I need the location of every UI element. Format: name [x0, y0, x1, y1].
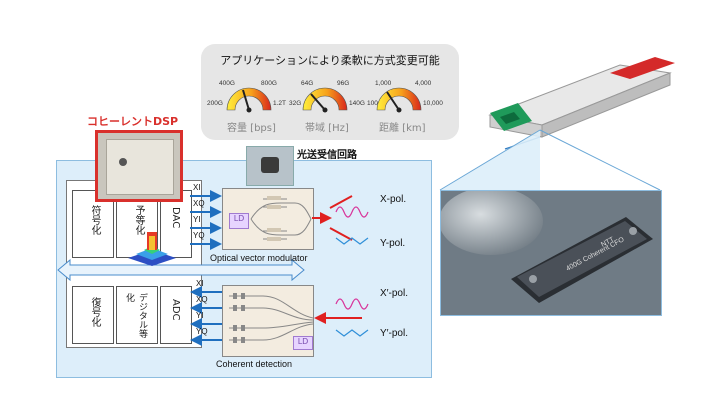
dsp-chip-photo	[95, 130, 183, 202]
gauge-capacity	[226, 87, 272, 113]
gauge-bandwidth-tick: 32G	[289, 100, 302, 107]
gauges-drawing	[226, 87, 422, 113]
dsp-rx-label: ADC	[170, 299, 181, 321]
gauge-bandwidth-tick: 96G	[337, 80, 350, 87]
rx-signal-label: YQ	[196, 327, 208, 336]
photonic-title: 光送受信回路	[297, 150, 357, 161]
tx-signal-label: XI	[193, 183, 201, 192]
cfp-photo: 400G Coherent CFO NTT	[440, 190, 662, 316]
dsp-chip-surface	[106, 139, 174, 195]
tx-output-label: Y-pol.	[380, 238, 406, 249]
dsp-rx-block: ADC	[160, 286, 192, 344]
dsp-tx-label: 予等化	[133, 205, 144, 235]
gauge-distance-tick: 4,000	[415, 80, 432, 87]
cfp-photo-drawing	[441, 191, 661, 315]
chip-logo-icon	[119, 158, 127, 166]
tx-signal-label: YI	[193, 215, 201, 224]
dsp-rx-block: デジタル等化	[116, 286, 158, 344]
dsp-rx-block: 復号化	[72, 286, 114, 344]
gauge-bandwidth	[302, 87, 348, 113]
modulator-chip: LD	[222, 188, 314, 250]
dsp-rx-label: デジタル等化	[124, 293, 147, 338]
rx-signal-label: YI	[196, 311, 204, 320]
gauge-distance-tick: 1,000	[375, 80, 392, 87]
rx-signal-label: XQ	[196, 295, 208, 304]
modulator-ld: LD	[229, 213, 249, 229]
gauge-capacity-tick: 800G	[261, 80, 277, 87]
rx-input-label: X′-pol.	[380, 288, 408, 299]
gauge-distance-tick: 100	[367, 100, 378, 107]
dsp-title: コヒーレントDSP	[87, 115, 179, 128]
gauge-distance-tick: 10,000	[423, 100, 443, 107]
gauge-capacity-tick: 200G	[207, 100, 223, 107]
tx-signal-label: XQ	[193, 199, 205, 208]
gauge-capacity-tick: 400G	[219, 80, 235, 87]
gauge-panel-title: アプリケーションにより柔軟に方式変更可能	[220, 54, 440, 67]
gauge-bandwidth-tick: 140G	[349, 100, 365, 107]
detector-waveguides	[229, 293, 314, 343]
tx-signal-label: YQ	[193, 231, 205, 240]
detector-label: Coherent detection	[216, 359, 293, 369]
tx-output-label: X-pol.	[380, 194, 407, 205]
gauge-capacity-tick: 1.2T	[273, 100, 287, 107]
dsp-tx-label: 符号化	[89, 205, 100, 235]
rx-signal-label: XI	[196, 279, 204, 288]
photonic-chip-die	[261, 157, 279, 173]
dsp-rx-label: 復号化	[89, 297, 100, 327]
modulator-waveguides	[250, 196, 312, 241]
bidirectional-arrow	[57, 258, 305, 282]
gauge-bandwidth-label: 帯域 [Hz]	[305, 123, 349, 134]
modulator-label: Optical vector modulator	[210, 253, 308, 263]
cfp-module-image	[488, 57, 675, 150]
gauge-bandwidth-tick: 64G	[301, 80, 314, 87]
dsp-tx-label: DAC	[170, 207, 181, 229]
gauge-distance	[376, 87, 422, 113]
gauge-capacity-label: 容量 [bps]	[227, 123, 276, 134]
photonic-chip-photo	[246, 146, 294, 186]
equalizer-3d-plot	[128, 232, 176, 266]
rx-input-label: Y′-pol.	[380, 328, 408, 339]
gauge-panel: アプリケーションにより柔軟に方式変更可能	[201, 44, 459, 140]
detector-chip: LD	[222, 285, 314, 357]
gauge-distance-label: 距離 [km]	[379, 123, 426, 134]
detector-ld: LD	[293, 336, 313, 350]
